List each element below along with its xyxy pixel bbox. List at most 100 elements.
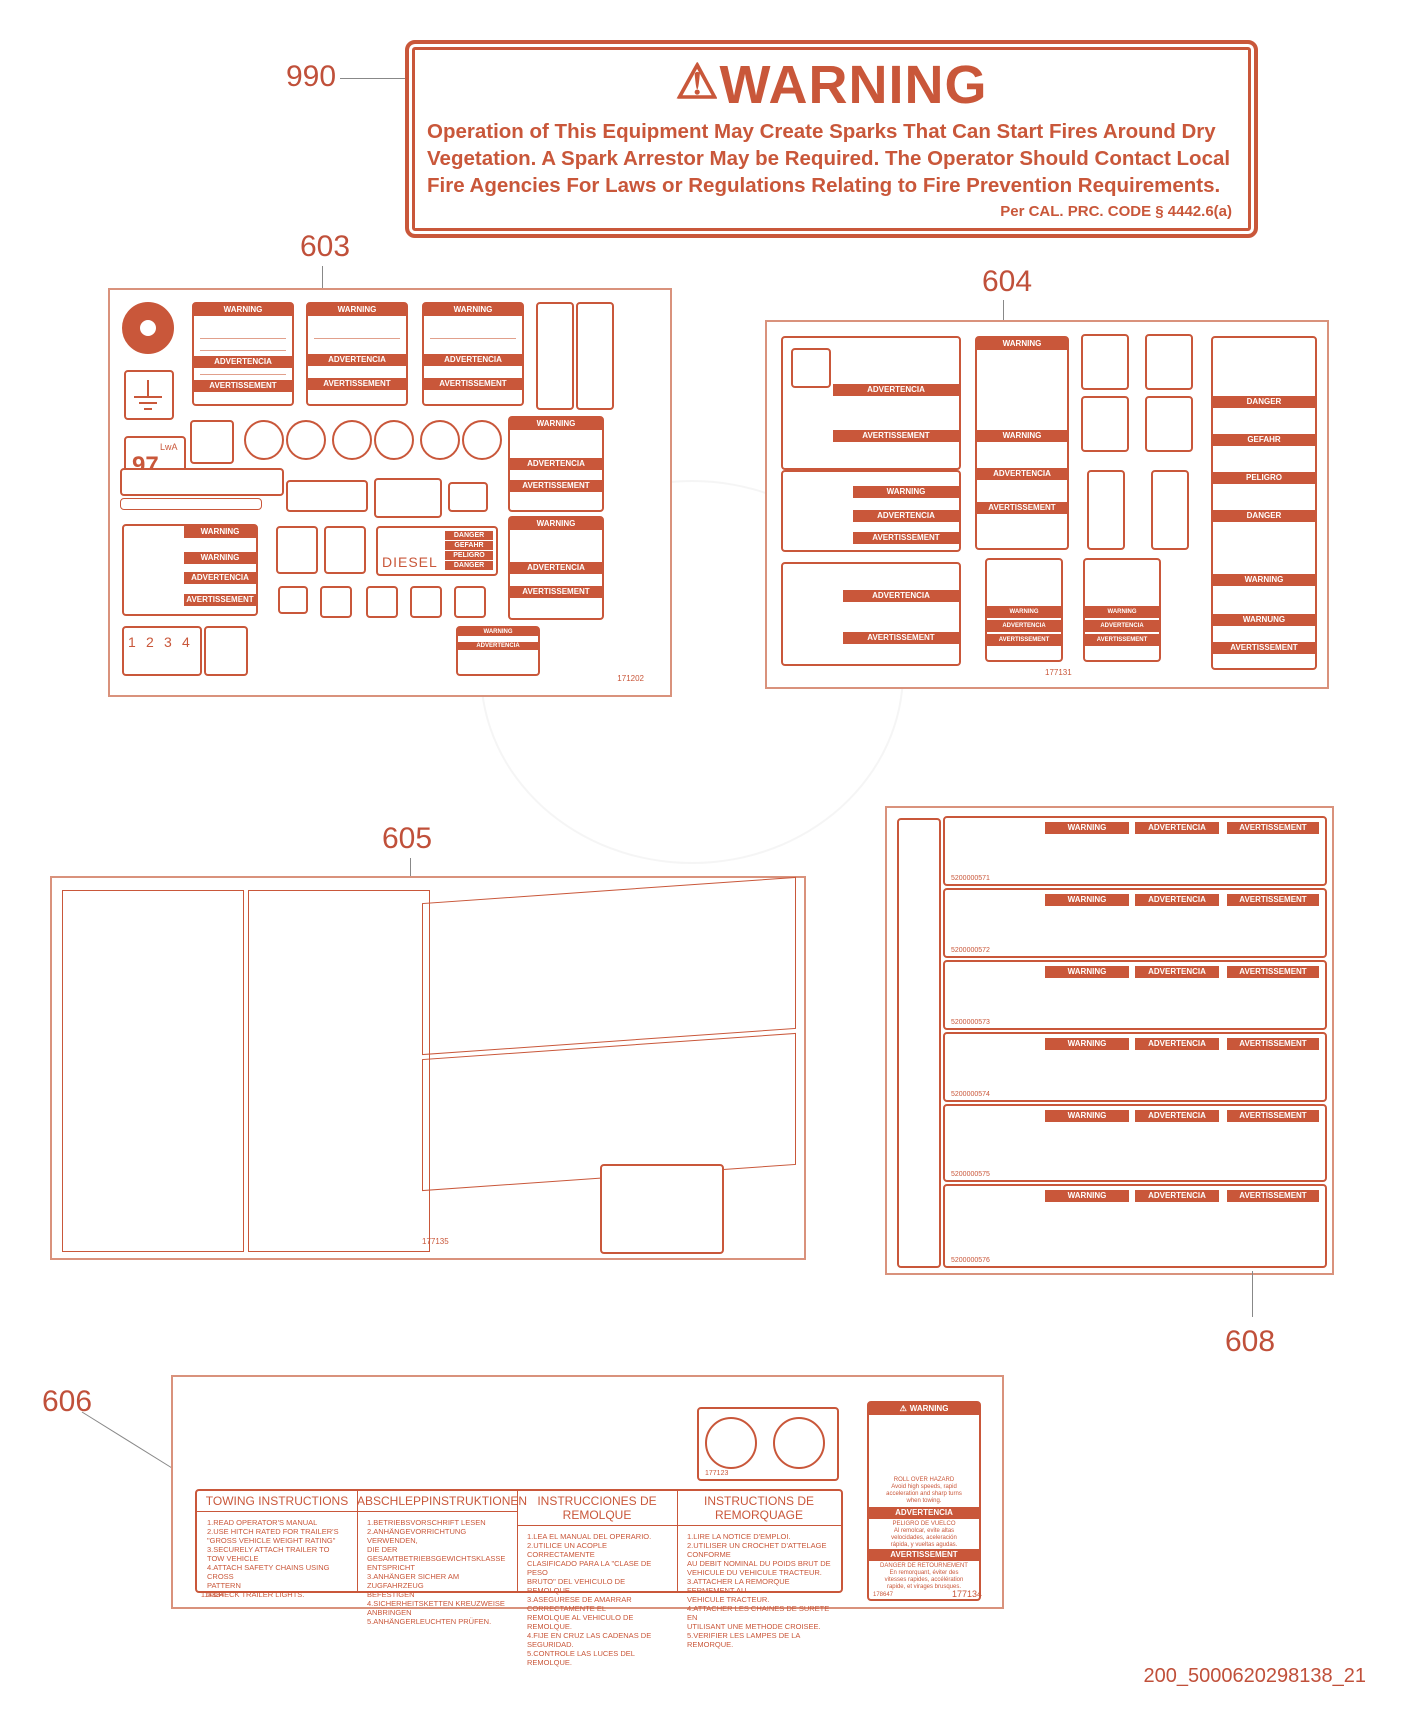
sheet-606-number: 177134 xyxy=(951,1589,982,1599)
prohibition-icon-2 xyxy=(286,420,326,460)
leader-605 xyxy=(410,858,411,878)
hot-surface-icon-4 xyxy=(454,586,486,618)
leader-603 xyxy=(322,266,323,288)
warning-decal-text: Operation of This Equipment May Create S… xyxy=(427,120,1231,197)
callout-990: 990 xyxy=(286,60,337,93)
diesel-decal: DIESEL DANGER GEFAHR PELIGRO DANGER xyxy=(376,526,498,576)
caution-hand-decal xyxy=(374,478,442,518)
towing-instructions-decal: TOWING INSTRUCTIONS 1.READ OPERATOR'S MA… xyxy=(195,1489,843,1667)
pictogram-decal-a xyxy=(536,302,574,410)
callout-603: 603 xyxy=(300,230,351,263)
warning-decal-f: WARNING ADVERTENCIA xyxy=(456,626,540,676)
prohibition-icon-3 xyxy=(332,420,372,460)
hot-surface-icon-1 xyxy=(320,586,352,618)
leader-606 xyxy=(81,1411,173,1469)
towing-col-fr: INSTRUCTIONS DE REMORQUAGE 1.LIRE LA NOT… xyxy=(677,1491,841,1649)
decal-sheet-606: 177123 TOWING INSTRUCTIONS 1.READ OPERAT… xyxy=(171,1375,1004,1667)
trailer-warning-decal: WARNING WARNING ADVERTENCIA AVERTISSEMEN… xyxy=(122,524,258,616)
book-icon-decal xyxy=(448,482,488,512)
towing-col-en: TOWING INSTRUCTIONS 1.READ OPERATOR'S MA… xyxy=(197,1491,358,1599)
rollover-warning-decal-605 xyxy=(600,1164,724,1254)
info-strip-decal-2 xyxy=(120,498,262,510)
leader-604 xyxy=(1003,300,1004,320)
hot-surface-icon-3 xyxy=(410,586,442,618)
callout-604: 604 xyxy=(982,265,1033,298)
arrow-down-decal xyxy=(190,420,234,464)
decal-608-row-4: WARNING ADVERTENCIA AVERTISSEMENT 520000… xyxy=(943,1032,1327,1102)
caution-triangle-decal xyxy=(204,626,248,676)
rollover-pictogram xyxy=(889,1423,955,1471)
disc-icon xyxy=(122,302,174,354)
warning-decal-code: Per CAL. PRC. CODE § 4442.6(a) xyxy=(1000,203,1232,220)
warning-triangle-icon: ⚠ xyxy=(899,1404,907,1413)
lift-point-decal-2 xyxy=(1145,334,1193,390)
rollover-avertissement-text: DANGER DE RETOURNEMENT En remorquant, év… xyxy=(880,1563,968,1590)
tower-number-4: 4 xyxy=(182,634,190,650)
pictogram-decal-b xyxy=(576,302,614,410)
radiation-icon xyxy=(791,348,831,388)
disc-center-icon xyxy=(140,320,156,336)
warning-decal-e: WARNING ADVERTENCIA AVERTISSEMENT xyxy=(508,516,604,620)
tower-number-1: 1 xyxy=(128,634,136,650)
sound-level-unit: LwA xyxy=(160,442,178,452)
book-icon-small-decal xyxy=(278,586,308,614)
warning-decal-b: WARNING ADVERTENCIA AVERTISSEMENT xyxy=(306,302,408,406)
trailer-tongue-warning-decal: WARNING ADVERTENCIA AVERTISSEMENT xyxy=(781,470,961,552)
pinch-point-decal-1: WARNING ADVERTENCIA AVERTISSEMENT xyxy=(985,558,1063,662)
towing-col-es: INSTRUCCIONES DE REMOLQUE 1.LEA EL MANUA… xyxy=(517,1491,678,1667)
tower-number-decal: 1 2 3 4 xyxy=(122,626,202,676)
auto-start-warning-decal: WARNING WARNING ADVERTENCIA AVERTISSEMEN… xyxy=(975,336,1069,550)
danger-small-decal xyxy=(286,480,368,512)
diesel-label: DIESEL xyxy=(382,554,438,570)
warning-decal-990: ⚠WARNING Operation of This Equipment May… xyxy=(405,40,1258,238)
rollover-advertencia-header: ADVERTENCIA xyxy=(869,1507,979,1519)
sheet-604-number: 177131 xyxy=(1045,668,1072,677)
callout-605: 605 xyxy=(382,822,433,855)
info-strip-decal xyxy=(120,468,284,496)
tower-number-2: 2 xyxy=(146,634,154,650)
rollover-advertencia-text: PELIGRO DE VUELCO Al remolcar, evite alt… xyxy=(890,1521,958,1548)
fuel-hazard-decal-2 xyxy=(324,526,366,574)
warning-decal-title: ⚠WARNING xyxy=(675,55,988,115)
warning-decal-a: WARNING ADVERTENCIA AVERTISSEMENT xyxy=(192,302,294,406)
tower-instructions-panel xyxy=(248,890,430,1252)
lift-point-decal-1 xyxy=(1081,334,1129,390)
tower-stand-icon xyxy=(705,1417,757,1469)
decal-608-row-3: WARNING ADVERTENCIA AVERTISSEMENT 520000… xyxy=(943,960,1327,1030)
decal-608-row-2: WARNING ADVERTENCIA AVERTISSEMENT 520000… xyxy=(943,888,1327,958)
vertical-warning-strip xyxy=(897,818,941,1268)
prohibition-icon-5 xyxy=(420,420,460,460)
warning-triangle-icon: ⚠ xyxy=(675,56,720,109)
decal-sheet-608: WARNING ADVERTENCIA AVERTISSEMENT 520000… xyxy=(885,806,1334,1275)
leader-608 xyxy=(1252,1271,1253,1317)
lift-point-decal-4 xyxy=(1145,396,1193,452)
figure-id: 200_5000620298138_21 xyxy=(1143,1665,1366,1687)
pinch-point-decal-2: WARNING ADVERTENCIA AVERTISSEMENT xyxy=(1083,558,1161,662)
fuel-hazard-decal-1 xyxy=(276,526,318,574)
decal-608-row-1: WARNING ADVERTENCIA AVERTISSEMENT 520000… xyxy=(943,816,1327,886)
mast-warning-decal: ADVERTENCIA AVERTISSEMENT xyxy=(781,562,961,666)
rollover-warning-decal: ⚠WARNING ROLL OVER HAZARD Avoid high spe… xyxy=(867,1401,981,1601)
rollover-warning-text: ROLL OVER HAZARD Avoid high speeds, rapi… xyxy=(886,1477,962,1504)
rollover-avertissement-header: AVERTISSEMENT xyxy=(869,1549,979,1561)
sheet-603-number: 171202 xyxy=(617,674,644,683)
control-panel-decal-top xyxy=(422,876,796,1056)
radiation-warning-decal: ADVERTENCIA AVERTISSEMENT xyxy=(781,336,961,470)
prohibition-icon-4 xyxy=(374,420,414,460)
rollover-warning-header: ⚠WARNING xyxy=(869,1403,979,1415)
warning-decal-d: WARNING ADVERTENCIA AVERTISSEMENT xyxy=(508,416,604,512)
warning-decal-c: WARNING ADVERTENCIA AVERTISSEMENT xyxy=(422,302,524,406)
prohibited-stand-decal: 177123 xyxy=(697,1407,839,1481)
decal-608-row-5: WARNING ADVERTENCIA AVERTISSEMENT 520000… xyxy=(943,1104,1327,1182)
lift-point-decal-3 xyxy=(1081,396,1129,452)
hot-surface-icon-2 xyxy=(366,586,398,618)
prohibition-icon-6 xyxy=(462,420,502,460)
leader-990 xyxy=(340,78,406,79)
prohibition-icon-1 xyxy=(244,420,284,460)
ground-symbol-decal xyxy=(124,370,174,420)
tower-number-3: 3 xyxy=(164,634,172,650)
hook-decal-2 xyxy=(1151,470,1189,550)
decal-sheet-604: ADVERTENCIA AVERTISSEMENT WARNING ADVERT… xyxy=(765,320,1329,689)
decal-608-row-6: WARNING ADVERTENCIA AVERTISSEMENT 520000… xyxy=(943,1184,1327,1268)
towing-col-de: ABSCHLEPPINSTRUKTIONEN 1.BETRIEBSVORSCHR… xyxy=(357,1491,527,1626)
